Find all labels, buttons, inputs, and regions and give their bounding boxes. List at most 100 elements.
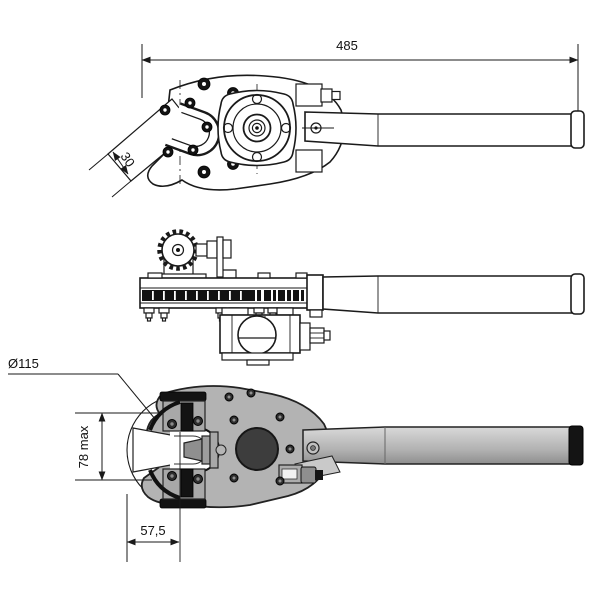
- jaw-cap: [159, 498, 207, 509]
- socket-tab: [309, 309, 323, 318]
- center-bolt: [251, 122, 263, 134]
- rack-segment-pattern: [257, 290, 304, 301]
- mechanism-ring: [242, 113, 272, 143]
- bolt: [159, 104, 171, 116]
- bracket-foot: [223, 269, 237, 278]
- front-view-shaded: Ø115: [8, 356, 584, 562]
- bolt: [143, 307, 155, 322]
- bracket-cap: [222, 239, 232, 259]
- plate-hole: [251, 93, 263, 105]
- head-side-blocks: [295, 83, 341, 173]
- pivot-dot: [314, 126, 318, 130]
- dimension-half-width: 57,5: [126, 432, 181, 562]
- dimension-line: [112, 151, 129, 175]
- grease-fitting: [320, 88, 333, 103]
- fitting-slot: [281, 468, 298, 480]
- port-hex-nut: [309, 327, 325, 344]
- block: [295, 83, 323, 107]
- bolt: [162, 146, 174, 158]
- pin: [195, 243, 208, 257]
- port-tip: [323, 330, 331, 341]
- bolt: [197, 165, 211, 179]
- cylinder-flange: [221, 307, 249, 316]
- block: [295, 149, 323, 173]
- handle-body: [304, 111, 573, 147]
- handle-side-view: [306, 273, 585, 318]
- torx-center: [170, 474, 174, 478]
- jaw-band: [148, 400, 181, 431]
- bolt: [201, 121, 213, 133]
- rack-teeth-band: [142, 290, 255, 301]
- ring-bolt-center: [232, 476, 236, 480]
- jaw-band: [148, 469, 181, 500]
- dimension-label-78max: 78 max: [76, 425, 91, 468]
- bar-tab: [147, 272, 163, 279]
- hub-dark-circle: [235, 427, 279, 471]
- ring-bolt-center: [278, 415, 282, 419]
- bolt: [184, 97, 196, 109]
- plate-hole: [222, 122, 234, 134]
- dimension-jaw-angle: 30: [88, 149, 138, 198]
- plate-hole: [251, 151, 263, 163]
- handle-end-cap: [570, 273, 585, 315]
- bolt: [187, 144, 199, 156]
- ball-joint: [237, 315, 277, 355]
- bolt: [158, 307, 170, 322]
- lower-jaw-assembly: [148, 468, 207, 509]
- bar-tab: [257, 272, 271, 279]
- rack-bar: [139, 272, 311, 309]
- extension-line: [88, 153, 109, 171]
- bracket-plate: [216, 236, 224, 278]
- torx-center: [170, 422, 174, 426]
- handle-body: [302, 426, 571, 465]
- rack-ticks: [152, 291, 242, 300]
- gear-hub: [171, 243, 185, 257]
- ring-bolt-center: [232, 418, 236, 422]
- dimension-overall-length: 485: [141, 38, 579, 118]
- pivot-dot: [310, 445, 316, 451]
- handle-end-cap: [568, 425, 584, 466]
- bar-tab: [295, 272, 308, 279]
- cylinder-foot: [221, 352, 294, 361]
- jaw-insert: [180, 402, 194, 432]
- ring-bolt-center: [249, 391, 253, 395]
- torx-center: [196, 477, 200, 481]
- handle-body: [322, 275, 573, 314]
- port-boss: [299, 322, 311, 351]
- extension-line: [111, 180, 132, 198]
- handle-end-cap: [570, 110, 585, 149]
- ring-bolt-center: [278, 479, 282, 483]
- dimension-label-30: 30: [117, 149, 138, 169]
- pin-step: [206, 240, 218, 259]
- cylinder-flange: [276, 307, 294, 316]
- stud-tip: [183, 438, 203, 462]
- handle-socket: [306, 274, 324, 311]
- stud-shaft: [201, 435, 211, 465]
- jaw-insert: [180, 468, 194, 498]
- fitting-knob: [315, 470, 323, 480]
- ring-bolt-center: [227, 395, 231, 399]
- grease-fitting-tip: [331, 90, 341, 101]
- plate-hole: [280, 122, 292, 134]
- side-view-drawing: [139, 229, 585, 366]
- handle-shaded: [302, 425, 584, 466]
- stud-ring: [215, 444, 227, 456]
- gear-center: [176, 248, 180, 252]
- dimension-label-575: 57,5: [140, 523, 165, 538]
- ring-bolt-center: [288, 447, 292, 451]
- ratchet-mechanism: [217, 89, 297, 167]
- center-stud: [183, 431, 227, 469]
- pawl-assembly: [195, 236, 237, 278]
- cylinder-body: [219, 307, 331, 366]
- under-fitting: [278, 455, 341, 484]
- jaw-u-slot: [164, 102, 221, 157]
- upper-jaw-assembly: [148, 391, 207, 432]
- cylinder-foot-step: [246, 359, 270, 366]
- top-view-drawing: 485: [88, 38, 585, 198]
- jaw-cap: [159, 391, 207, 402]
- fitting-hex: [300, 466, 317, 484]
- mechanism-ring: [248, 119, 266, 137]
- torx-center: [196, 419, 200, 423]
- head-ring-bolts: [224, 388, 295, 486]
